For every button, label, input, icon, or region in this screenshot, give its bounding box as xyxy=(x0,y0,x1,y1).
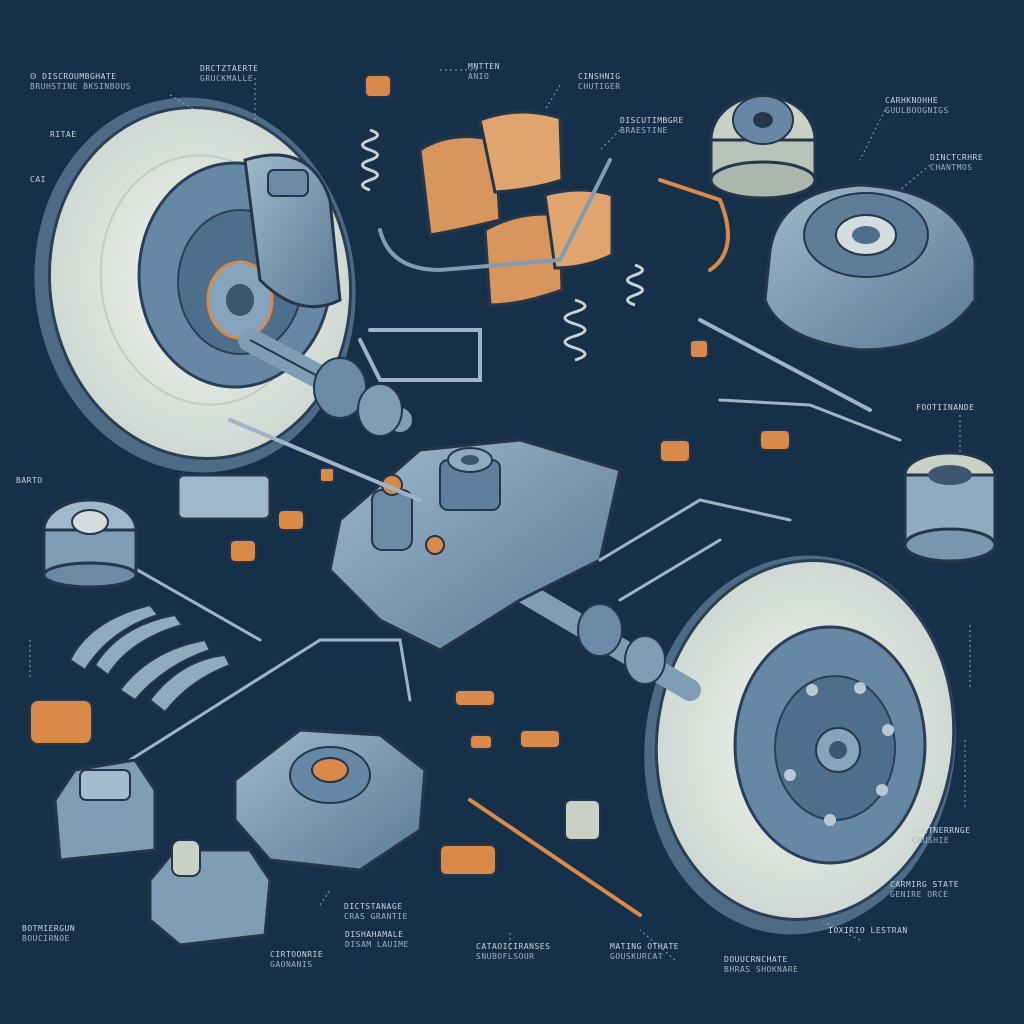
label-right-mid: FOOTIINANDE xyxy=(916,403,975,412)
pad-block xyxy=(176,473,601,841)
piston-caliper xyxy=(148,839,272,947)
label-barto: BARTO xyxy=(16,476,43,485)
small-bearing-left xyxy=(42,498,138,589)
brake-lines xyxy=(118,158,902,917)
coil-springs xyxy=(361,128,644,362)
label-rotor: RITAE xyxy=(50,130,77,139)
left-drive-shaft xyxy=(238,328,412,437)
label-disc-bottom: IOXIRIO LESTRAN xyxy=(828,926,908,935)
hub-flange xyxy=(763,183,977,352)
brake-shoes xyxy=(68,603,232,714)
brake-pad-set xyxy=(418,110,614,307)
left-caliper xyxy=(243,153,342,309)
bushing-cup xyxy=(903,451,997,563)
label-cai: CAI xyxy=(30,175,46,184)
right-brake-rotor xyxy=(644,555,956,935)
mounting-bracket xyxy=(53,758,157,862)
right-drive-shaft xyxy=(509,579,701,701)
caliper-housing xyxy=(233,728,427,872)
leader-lines xyxy=(29,69,971,961)
hub-bearing xyxy=(709,94,817,200)
